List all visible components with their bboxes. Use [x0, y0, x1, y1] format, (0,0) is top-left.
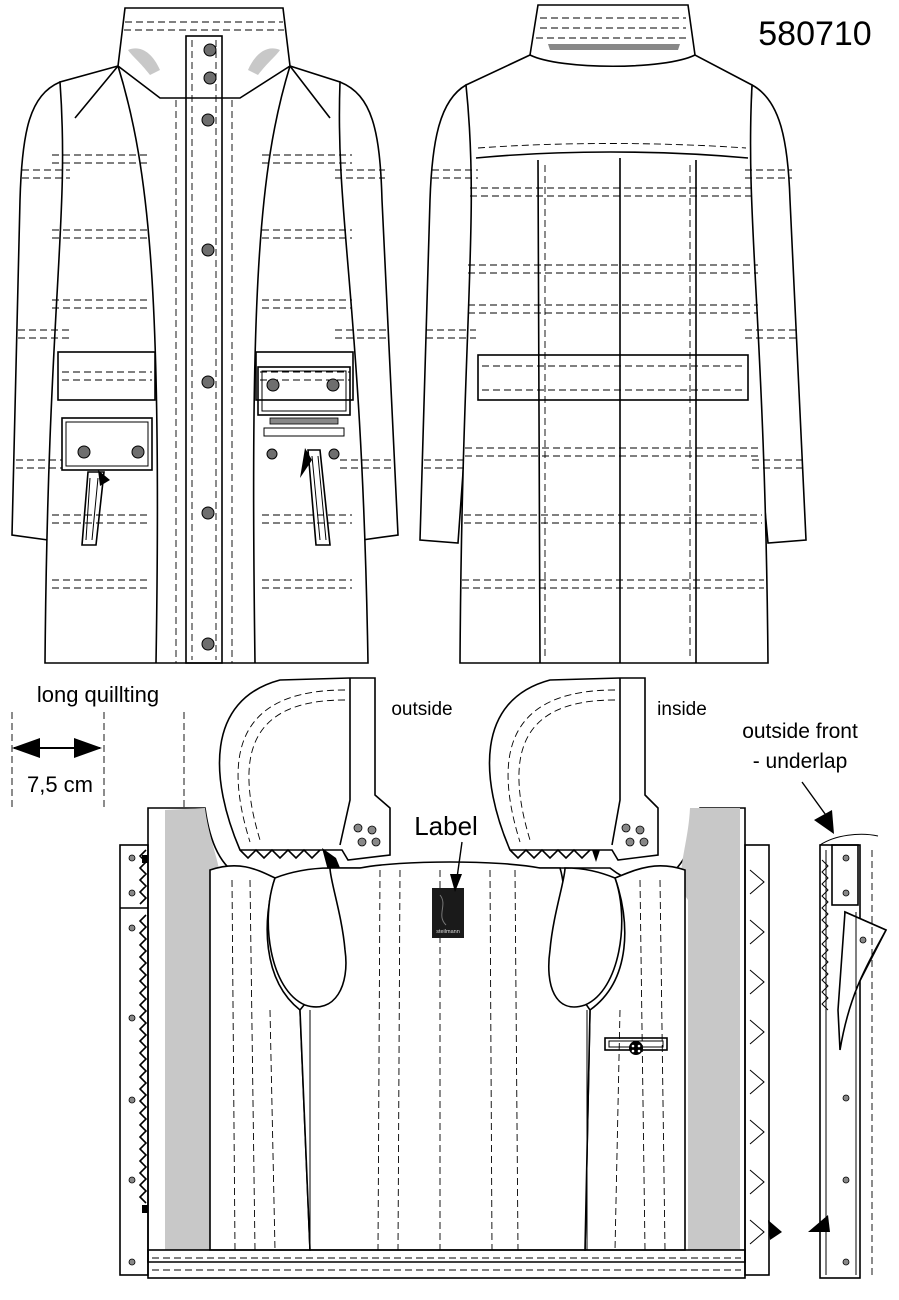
- back-view: [419, 4, 807, 664]
- pocket-button: [131, 445, 145, 459]
- front-button: [201, 637, 215, 651]
- front-button: [201, 506, 215, 520]
- front-button: [201, 113, 215, 127]
- back-collar: [529, 4, 696, 68]
- hood-outside-piece: [218, 677, 391, 880]
- front-button: [203, 71, 217, 85]
- arrow-left-icon: [12, 738, 40, 758]
- quilting-label: long quillting: [37, 682, 159, 707]
- left-facing: [165, 808, 221, 1250]
- style-number: 580710: [758, 15, 871, 53]
- inside-open-view: steilmann: [119, 807, 782, 1279]
- placket-detail: [808, 833, 888, 1279]
- quilting-annotation: long quillting 7,5 cm: [11, 682, 185, 810]
- hood-inside-label: inside: [657, 699, 707, 720]
- left-placket: [119, 844, 149, 1276]
- front-right-sleeve: [329, 80, 399, 541]
- placket-note-line1: outside front: [742, 720, 858, 743]
- front-left-pocket-flap: [61, 417, 153, 471]
- back-body: [459, 54, 769, 664]
- hood-inside-piece: [488, 677, 659, 862]
- front-view: [11, 7, 399, 664]
- arrow-right-icon: [74, 738, 102, 758]
- label-tag-text: steilmann: [436, 929, 460, 935]
- hood-outside-label: outside: [391, 699, 452, 720]
- back-left-sleeve: [419, 83, 479, 544]
- front-button: [203, 43, 217, 57]
- brand-label-tag: [432, 888, 464, 938]
- right-armhole: [548, 867, 623, 1008]
- right-facing: [680, 808, 740, 1250]
- placket-note-line2: - underlap: [753, 750, 848, 773]
- front-button: [201, 375, 215, 389]
- label-callout: Label: [414, 811, 478, 841]
- label-arrow-icon: [450, 874, 462, 892]
- front-button: [201, 243, 215, 257]
- pocket-button: [77, 445, 91, 459]
- front-right-pocket-flap: [257, 366, 351, 416]
- quilting-measure: 7,5 cm: [27, 772, 93, 797]
- left-armhole: [267, 867, 347, 1008]
- placket-arrow-icon: [814, 810, 834, 834]
- right-placket: [744, 844, 770, 1276]
- front-body: [44, 65, 369, 664]
- back-belt: [477, 354, 749, 401]
